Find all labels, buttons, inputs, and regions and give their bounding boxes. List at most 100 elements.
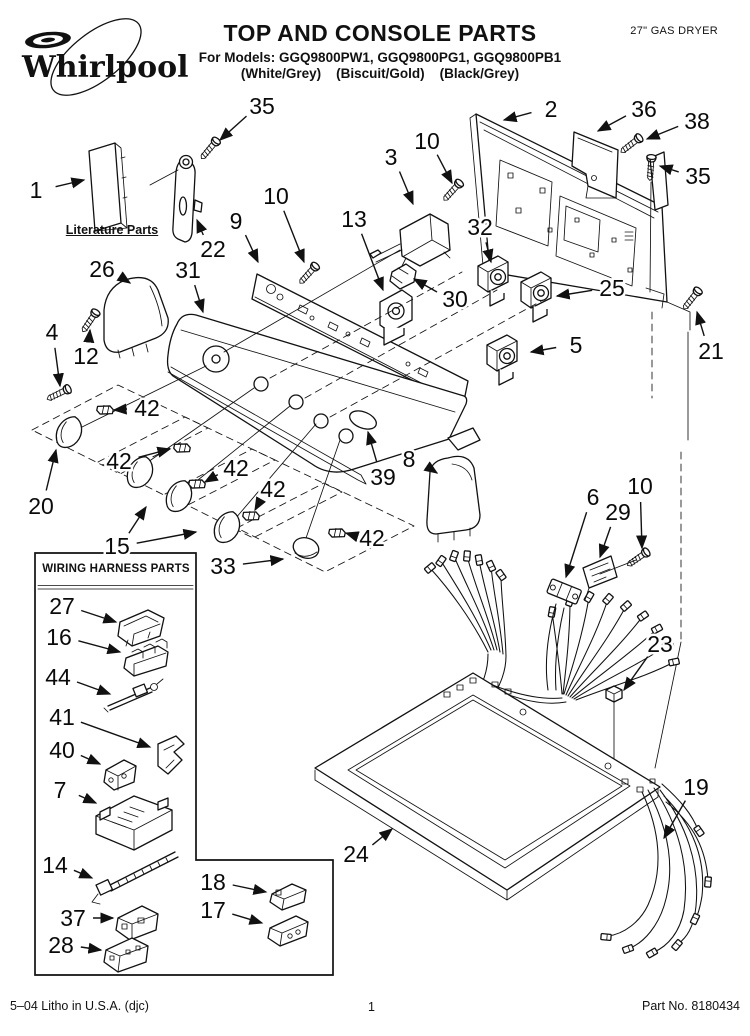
part-switch-32a (477, 255, 509, 307)
part-switch-32b (520, 271, 552, 323)
callout-number: 23 (647, 631, 673, 657)
part-41 (157, 735, 185, 775)
screw-10a (439, 177, 466, 204)
screw-4 (44, 383, 74, 405)
callout-leader (78, 640, 122, 655)
callout-number: 30 (442, 286, 468, 312)
callout-number: 42 (134, 395, 160, 421)
callout-number: 4 (46, 319, 59, 345)
screw-10c (624, 546, 652, 570)
callout-number: 28 (48, 932, 74, 958)
callout-leader (73, 867, 94, 879)
callout-leader (80, 942, 103, 954)
part-17 (267, 915, 309, 947)
callout-leader (232, 913, 264, 925)
part-harness-19 (600, 783, 713, 959)
callout-number: 12 (73, 343, 99, 369)
callout-number: 29 (605, 499, 631, 525)
callout-number: 35 (249, 93, 275, 119)
callout-number: 2 (545, 96, 558, 122)
callout-leader (52, 347, 64, 388)
callout-leader (254, 496, 267, 512)
page-title: TOP AND CONSOLE PARTS (223, 20, 537, 46)
callout-leader (76, 681, 112, 695)
part-switch-5 (486, 334, 518, 386)
callout-number: 14 (42, 852, 68, 878)
page-header: TOP AND CONSOLE PARTS For Models: GGQ980… (180, 20, 580, 81)
callout-number: 15 (104, 533, 130, 559)
part-clip-30 (389, 263, 417, 290)
callout-number: 21 (698, 338, 724, 364)
callout-leader (502, 111, 532, 123)
product-type: 27" GAS DRYER (630, 25, 718, 37)
callout-leader (636, 501, 648, 550)
callout-leader (596, 115, 627, 132)
screw-21 (679, 285, 705, 313)
callout-number: 10 (263, 183, 289, 209)
callout-leader (55, 177, 86, 189)
callout-number: 32 (467, 214, 493, 240)
callout-leader (83, 328, 95, 344)
callout-leader (360, 233, 384, 292)
callout-leader (218, 115, 247, 141)
callout-leader (623, 656, 649, 692)
callout-number: 10 (414, 128, 440, 154)
callout-number: 33 (210, 553, 236, 579)
callout-leader (436, 154, 453, 185)
callout-number: 19 (683, 774, 709, 800)
callout-leader (196, 218, 208, 236)
callout-leader (482, 242, 494, 264)
part-27 (117, 609, 165, 647)
part-switch-13 (379, 289, 413, 346)
part-clip-42 (172, 440, 192, 456)
callout-number: 39 (370, 464, 396, 490)
wiring-harness-box (34, 552, 334, 976)
callout-number: 42 (260, 476, 286, 502)
callout-leader (371, 828, 394, 846)
callout-leader (242, 555, 285, 567)
callout-leader (80, 753, 102, 765)
part-endcap-26 (103, 276, 169, 359)
screw-10b (295, 260, 322, 287)
part-14 (91, 851, 179, 905)
callout-leader (598, 526, 612, 559)
callout-leader (423, 461, 439, 474)
part-knob-33 (292, 537, 320, 559)
callout-number: 9 (230, 208, 243, 234)
callout-number: 31 (175, 257, 201, 283)
part-console-panel-31 (166, 313, 481, 485)
callout-leader (116, 271, 132, 284)
callout-leader (695, 310, 706, 337)
part-40 (103, 759, 137, 791)
callout-leader (658, 164, 679, 176)
part-44 (103, 678, 164, 713)
callout-leader (398, 171, 414, 206)
callout-number: 42 (106, 448, 132, 474)
screw-35a (197, 135, 223, 163)
part-clip-42 (327, 525, 347, 541)
footer-page-number: 1 (368, 1000, 375, 1014)
callout-leader (80, 609, 118, 624)
callout-number: 22 (200, 236, 226, 262)
callout-number: 40 (49, 737, 75, 763)
part-access-plate-36 (571, 131, 619, 199)
callout-leader (344, 531, 360, 543)
callout-leader (78, 792, 98, 804)
callout-leader (663, 800, 687, 840)
finishes-line: (White/Grey) (Biscuit/Gold) (Black/Grey) (240, 66, 520, 81)
callout-number: 1 (30, 177, 43, 203)
callout-leader (529, 344, 557, 356)
part-endcap-8 (426, 455, 481, 543)
callout-leader (193, 284, 205, 314)
callout-number: 7 (54, 777, 67, 803)
screw-35b-guide (649, 181, 652, 293)
callout-leader (232, 883, 268, 895)
callout-number: 25 (599, 275, 625, 301)
callout-number: 6 (587, 484, 600, 510)
part-37 (115, 905, 159, 941)
callout-number: 37 (60, 905, 86, 931)
callout-leader (136, 528, 198, 544)
part-connector-6 (545, 578, 582, 691)
